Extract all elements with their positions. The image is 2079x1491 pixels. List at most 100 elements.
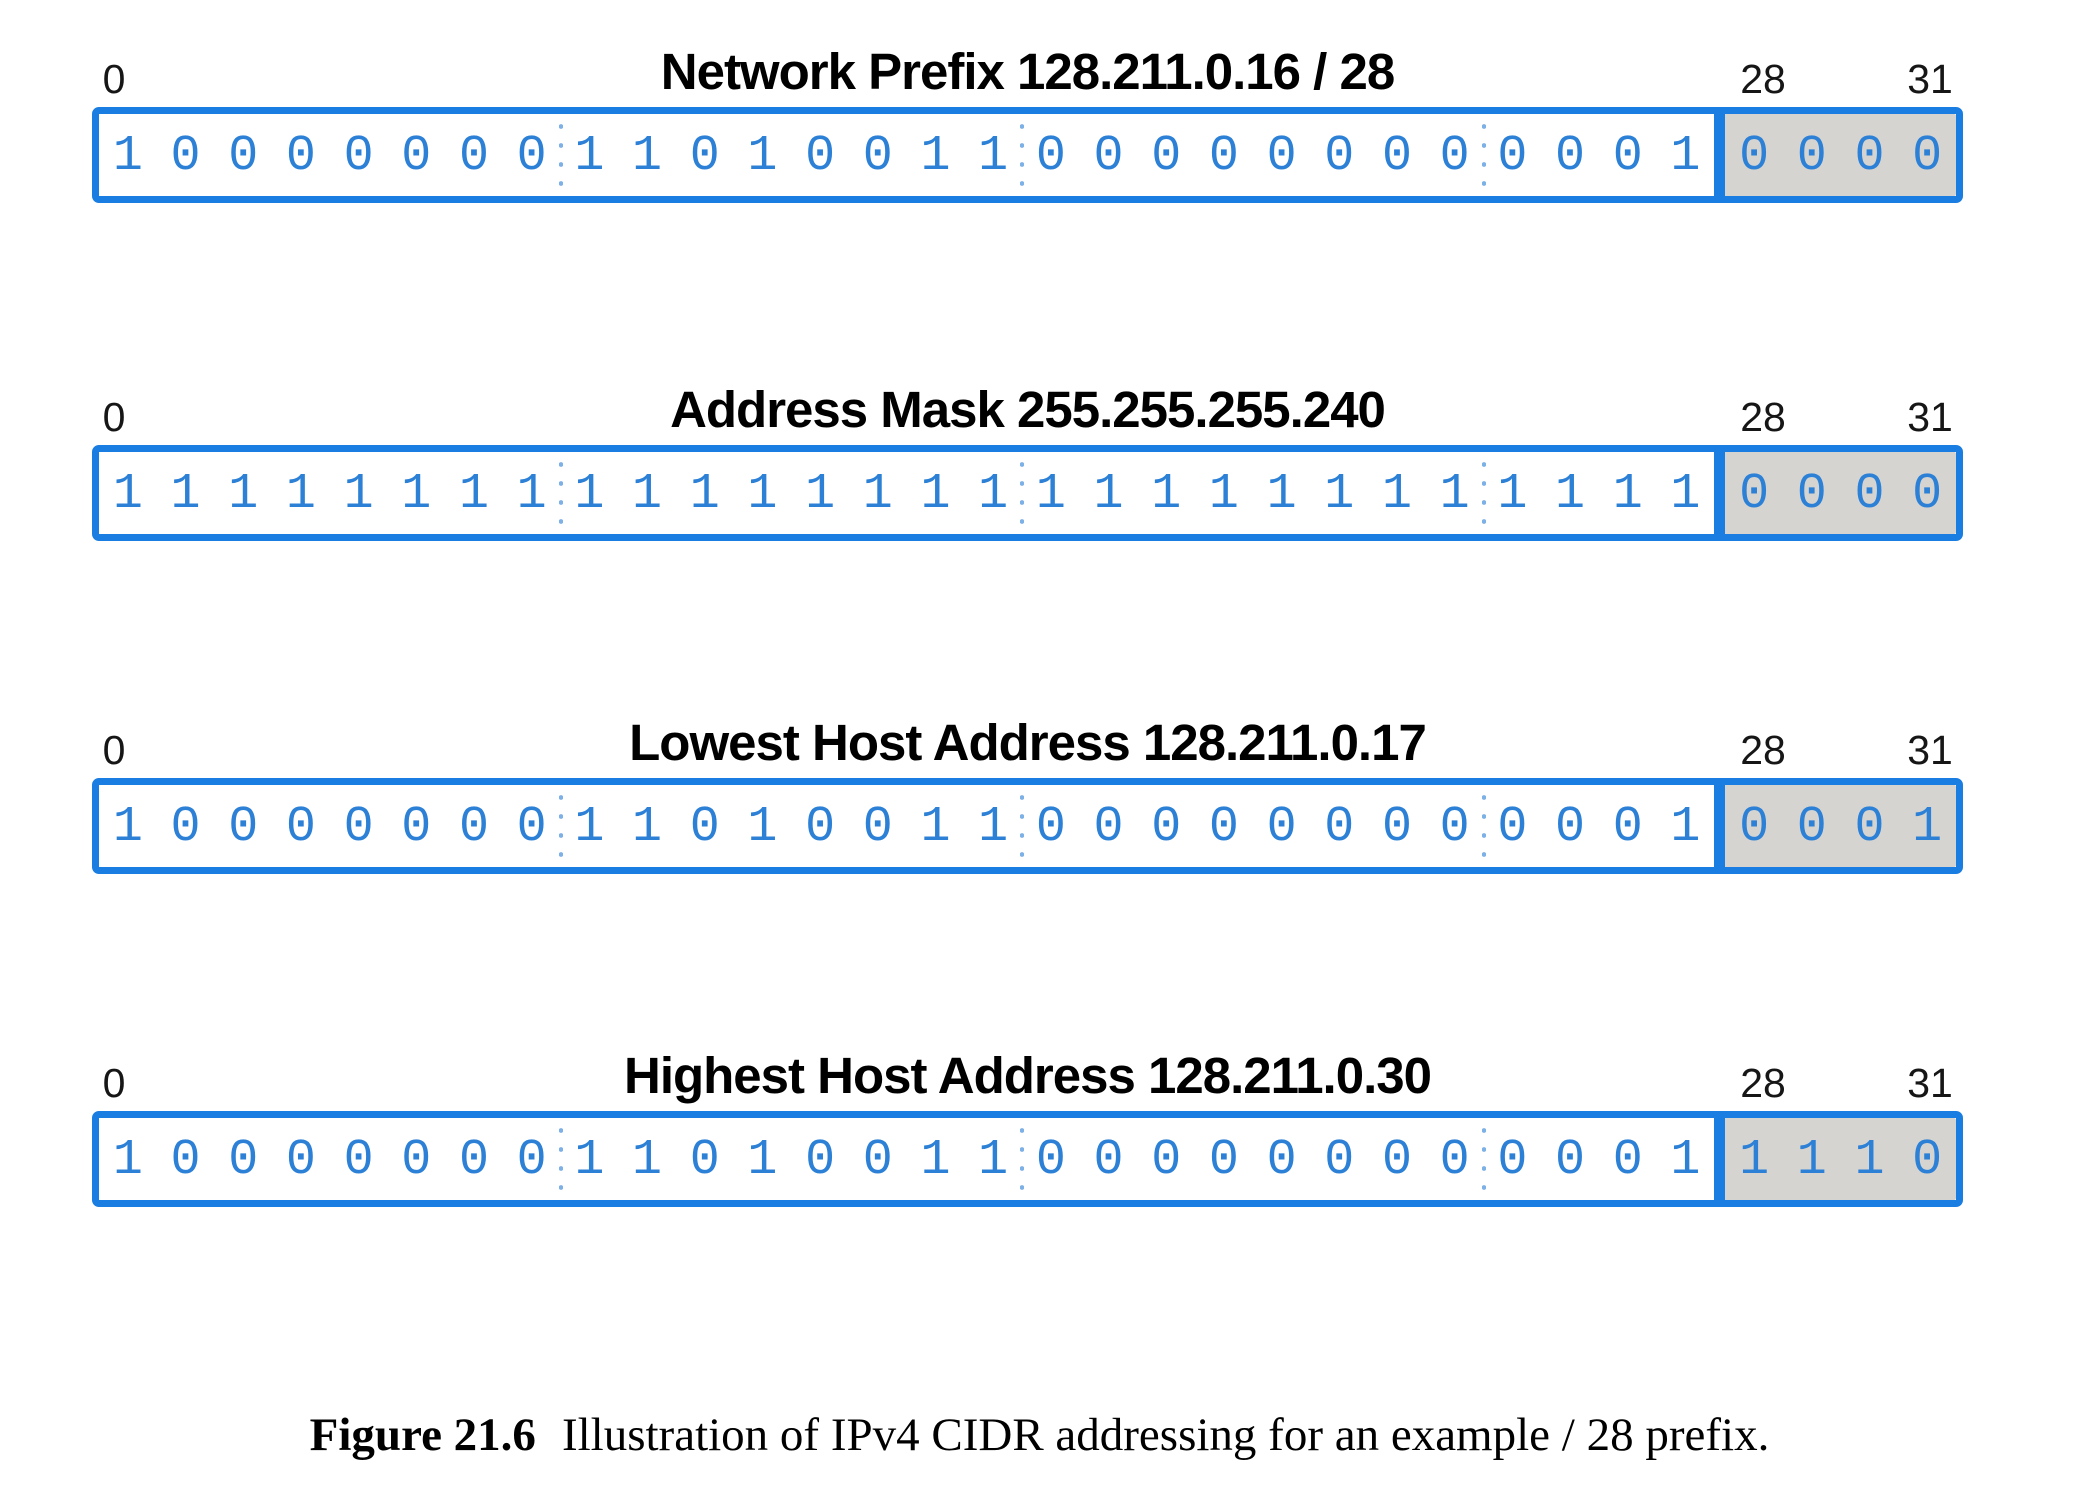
bit-cell: 0 (228, 1131, 259, 1189)
bit-cell: 0 (1912, 127, 1943, 185)
bit-cell: 0 (862, 798, 893, 856)
bit-cell: 1 (747, 127, 778, 185)
bit-cell: 0 (401, 798, 432, 856)
bit-cell: 0 (1912, 1131, 1943, 1189)
bit-cell: 1 (1497, 465, 1528, 523)
row-title: Network Prefix 128.211.0.16 / 28 (660, 43, 1396, 100)
bit-cell: 1 (112, 465, 143, 523)
bit-position-label-28: 28 (1740, 394, 1786, 440)
bit-cell: 1 (978, 1131, 1009, 1189)
octet-separator (1020, 1121, 1024, 1197)
bit-cell: 0 (401, 1131, 432, 1189)
bit-position-label-28: 28 (1740, 1060, 1786, 1106)
bit-cell: 0 (1381, 127, 1412, 185)
bit-cell: 0 (1854, 127, 1885, 185)
bit-cell: 1 (747, 465, 778, 523)
bit-cell: 0 (1093, 798, 1124, 856)
bit-cell: 1 (1266, 465, 1297, 523)
bit-cell: 0 (458, 127, 489, 185)
row-header: 0 Highest Host Address 128.211.0.30 28 3… (92, 1045, 1963, 1109)
octet-separator (1020, 117, 1024, 193)
octet-separator (558, 455, 563, 531)
bit-cell: 1 (1093, 465, 1124, 523)
bit-cell: 0 (170, 1131, 201, 1189)
bit-position-label-31: 31 (1907, 394, 1953, 440)
bit-cell: 0 (343, 127, 374, 185)
bit-cell: 1 (1208, 465, 1239, 523)
bit-cell: 1 (920, 1131, 951, 1189)
bit-cell: 1 (920, 465, 951, 523)
bit-cell: 1 (1381, 465, 1412, 523)
bit-position-label-0: 0 (102, 727, 126, 773)
bit-cell: 0 (458, 1131, 489, 1189)
bit-cell: 0 (862, 127, 893, 185)
row-lowest-host-address: 0 Lowest Host Address 128.211.0.17 28 31… (92, 712, 1963, 875)
bit-cell: 0 (805, 1131, 836, 1189)
bit-cell: 1 (1670, 127, 1701, 185)
row-title: Address Mask 255.255.255.240 (670, 381, 1386, 438)
bit-cell: 1 (1670, 1131, 1701, 1189)
bit-cell: 0 (1796, 127, 1827, 185)
row-network-prefix: 0 Network Prefix 128.211.0.16 / 28 28 31… (92, 41, 1963, 204)
bit-cell: 0 (1151, 127, 1182, 185)
bit-cell: 0 (1208, 127, 1239, 185)
bit-cell: 0 (1612, 798, 1643, 856)
bit-cell: 0 (1739, 127, 1770, 185)
bit-cell: 1 (112, 798, 143, 856)
bit-cell: 0 (1555, 127, 1586, 185)
bit-cell: 1 (1324, 465, 1355, 523)
row-header: 0 Address Mask 255.255.255.240 28 31 (92, 379, 1963, 443)
row-header: 0 Lowest Host Address 128.211.0.17 28 31 (92, 712, 1963, 776)
bit-position-label-28: 28 (1740, 56, 1786, 102)
bit-cell: 1 (1796, 1131, 1827, 1189)
bit-cell: 0 (516, 798, 547, 856)
bit-cell: 1 (747, 1131, 778, 1189)
bit-cell: 0 (1035, 127, 1066, 185)
bit-cell: 1 (112, 1131, 143, 1189)
bit-cell: 1 (978, 127, 1009, 185)
octet-separator (1020, 788, 1024, 864)
octet-separator (1481, 1121, 1486, 1197)
bit-cell: 0 (1381, 798, 1412, 856)
bit-cell: 0 (285, 127, 316, 185)
figure-caption-label: Figure 21.6 (309, 1409, 536, 1461)
bit-cell: 1 (632, 127, 663, 185)
bit-cell: 0 (1266, 798, 1297, 856)
bit-cell: 0 (1796, 465, 1827, 523)
bit-cell: 0 (1612, 127, 1643, 185)
octet-separator (558, 117, 563, 193)
row-header: 0 Network Prefix 128.211.0.16 / 28 28 31 (92, 41, 1963, 105)
bit-cell: 0 (401, 127, 432, 185)
bit-cell: 1 (574, 798, 605, 856)
bit-cell: 0 (1151, 798, 1182, 856)
bit-cell: 0 (1381, 1131, 1412, 1189)
bit-cell: 0 (285, 1131, 316, 1189)
bit-position-label-31: 31 (1907, 727, 1953, 773)
bit-cell: 1 (112, 127, 143, 185)
bit-cell: 1 (1612, 465, 1643, 523)
bit-cell: 0 (1439, 1131, 1470, 1189)
bit-cell: 0 (516, 1131, 547, 1189)
bit-cell: 0 (1035, 798, 1066, 856)
bit-cell: 1 (574, 127, 605, 185)
bit-cell: 0 (1555, 798, 1586, 856)
bit-cell: 0 (343, 798, 374, 856)
bit-cell: 0 (1739, 465, 1770, 523)
bit-cell: 1 (458, 465, 489, 523)
bit-cell: 0 (1208, 1131, 1239, 1189)
bit-cell: 1 (1151, 465, 1182, 523)
bit-position-label-31: 31 (1907, 56, 1953, 102)
bit-cell: 0 (805, 127, 836, 185)
